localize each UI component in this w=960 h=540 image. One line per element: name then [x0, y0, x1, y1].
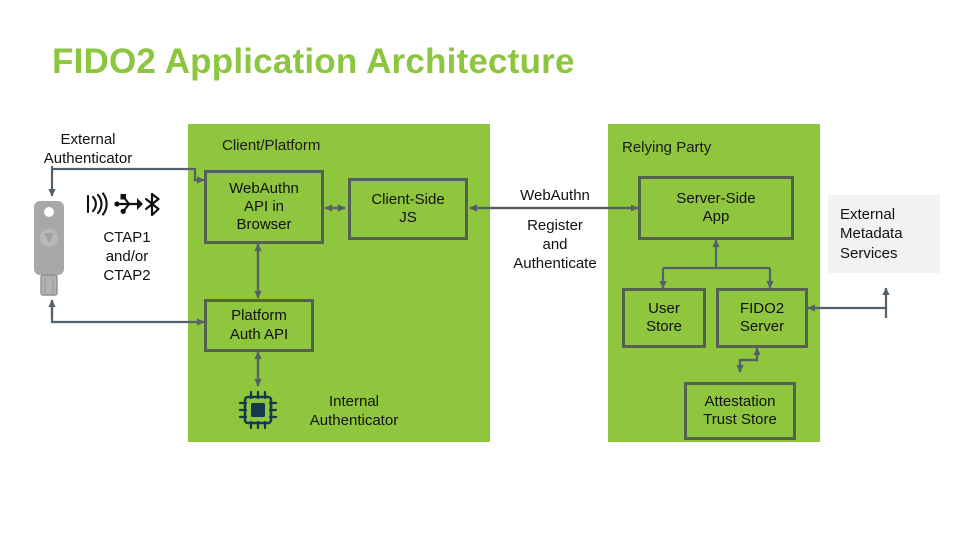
node-external-metadata-services[interactable]: External Metadata Services — [828, 195, 940, 273]
node-platform-auth-api-label: Platform Auth API — [229, 307, 289, 343]
chip-icon — [238, 390, 278, 430]
client-platform-panel-title: Client/Platform — [222, 137, 321, 154]
node-client-side-js-label: Client-Side JS — [371, 190, 445, 226]
register-authenticate-label: Register and Authenticate — [513, 217, 597, 273]
page-title: FIDO2 Application Architecture — [52, 42, 575, 81]
node-platform-auth-api[interactable]: Platform Auth API — [204, 299, 314, 352]
transport-icons-group — [86, 192, 160, 217]
node-client-side-js[interactable]: Client-Side JS — [348, 178, 468, 240]
webauthn-protocol-label: WebAuthn — [520, 187, 590, 204]
relying-party-panel-title: Relying Party — [622, 139, 712, 156]
node-user-store-label: User Store — [646, 299, 682, 335]
node-fido2-server-label: FIDO2 Server — [739, 299, 785, 335]
node-external-metadata-services-label: External Metadata Services — [840, 205, 903, 262]
external-authenticator-label: External Authenticator — [43, 131, 133, 168]
node-webauthn-api[interactable]: WebAuthn API in Browser — [204, 170, 324, 244]
ctap-label: CTAP1 and/or CTAP2 — [103, 229, 151, 285]
internal-authenticator-label: Internal Authenticator — [309, 393, 399, 430]
node-fido2-server[interactable]: FIDO2 Server — [716, 288, 808, 348]
bluetooth-icon — [144, 192, 160, 217]
security-key-icon — [34, 201, 64, 296]
node-webauthn-api-label: WebAuthn API in Browser — [229, 179, 299, 234]
node-attestation-trust-store[interactable]: Attestation Trust Store — [684, 382, 796, 440]
node-server-side-app-label: Server-Side App — [676, 189, 756, 225]
nfc-icon — [86, 192, 108, 216]
usb-icon — [114, 194, 143, 214]
node-user-store[interactable]: User Store — [622, 288, 706, 348]
node-attestation-trust-store-label: Attestation Trust Store — [703, 392, 777, 428]
node-server-side-app[interactable]: Server-Side App — [638, 176, 794, 240]
